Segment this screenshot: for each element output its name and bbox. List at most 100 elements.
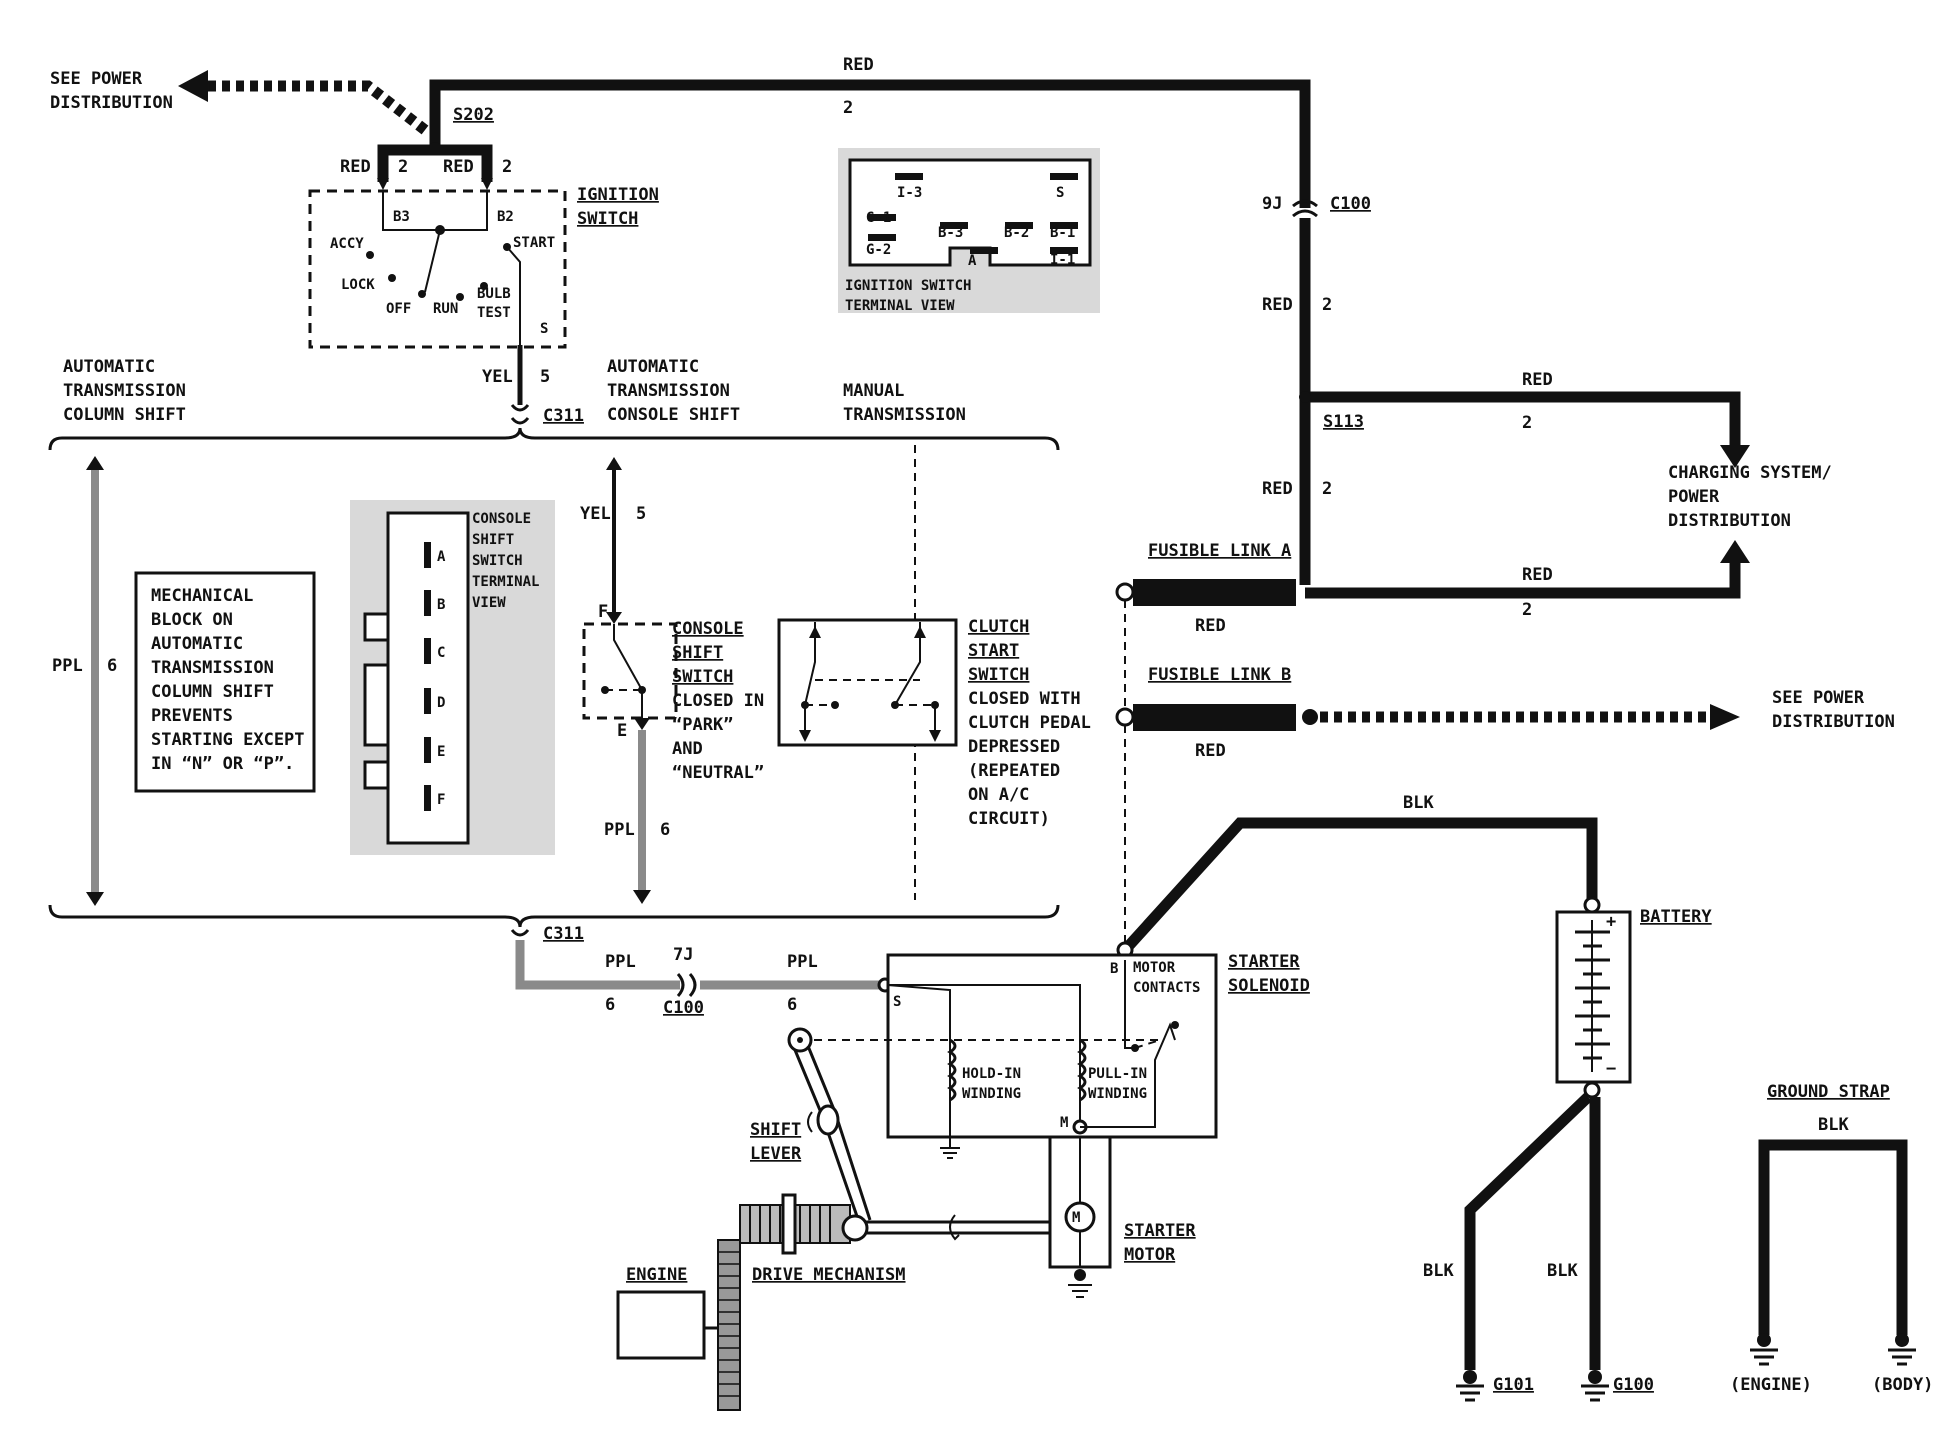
g101-label: G101 (1493, 1375, 1534, 1395)
cstv-caption-4: TERMINAL (472, 574, 539, 590)
cstv-b: B (437, 597, 445, 613)
clutch-switch-title-3: SWITCH (968, 665, 1029, 685)
fusible-link-a-label: FUSIBLE LINK A (1148, 541, 1291, 561)
mechanical-note-box (134, 571, 316, 793)
itv-b3: B-3 (938, 225, 963, 241)
cstv-caption-2: SHIFT (472, 532, 514, 548)
power-dist-top-left-line1: SEE POWER (50, 69, 143, 89)
cstv-d: D (437, 695, 445, 711)
section-auto-column-2: TRANSMISSION (63, 381, 186, 401)
battery-symbol (1555, 910, 1632, 1084)
ppl-left-circuit: 6 (107, 656, 117, 676)
blk-top-label: BLK (1403, 793, 1434, 813)
ground-strap-body: (BODY) (1872, 1375, 1933, 1395)
ppl-console-circuit: 6 (660, 820, 670, 840)
mech-note-1: MECHANICAL (151, 586, 253, 606)
battery-label: BATTERY (1640, 907, 1712, 927)
charging-branch (1299, 391, 1750, 599)
console-switch-note-3: AND (672, 739, 703, 759)
ground-g100-symbol (1581, 1370, 1609, 1402)
clutch-note-4: (REPEATED (968, 761, 1060, 781)
solenoid-b: B (1110, 961, 1118, 977)
c100-top-connector-label: C100 (1330, 194, 1371, 214)
console-shift-switch-box (582, 622, 678, 720)
ign-pos-off: OFF (386, 301, 411, 317)
engine-box (616, 1290, 706, 1360)
charging-lower-color: RED (1522, 565, 1553, 585)
ign-pos-run: RUN (433, 301, 458, 317)
solenoid-pull-1: PULL-IN (1088, 1066, 1147, 1082)
itv-b1: B-1 (1050, 225, 1075, 241)
ign-pos-accy: ACCY (330, 236, 364, 252)
fusible-link-b-color: RED (1195, 741, 1226, 761)
console-pin-f: F (598, 602, 608, 622)
clutch-switch-internals (799, 622, 941, 742)
c311-bottom-label: C311 (543, 924, 584, 944)
itv-i3: I-3 (897, 185, 922, 201)
ign-pos-lock: LOCK (341, 277, 375, 293)
section-auto-console-3: CONSOLE SHIFT (607, 405, 740, 425)
splice-s113: S113 (1323, 412, 1364, 432)
ignition-switch-box (308, 189, 567, 349)
solenoid-hold-2: WINDING (962, 1086, 1021, 1102)
engine-label: ENGINE (626, 1265, 687, 1285)
c100-bottom-pin: 7J (673, 945, 693, 965)
ign-terminal-b2: B2 (497, 209, 514, 225)
section-manual-1: MANUAL (843, 381, 904, 401)
ign-terminal-b3: B3 (393, 209, 410, 225)
mech-note-4: TRANSMISSION (151, 658, 274, 678)
mech-note-3: AUTOMATIC (151, 634, 243, 654)
itv-g1: G-1 (866, 210, 891, 226)
section-auto-console-2: TRANSMISSION (607, 381, 730, 401)
ign-pos-test: TEST (477, 305, 511, 321)
console-switch-internals (601, 624, 650, 730)
c100-top-connector (1292, 199, 1318, 218)
mech-note-6: PREVENTS (151, 706, 233, 726)
c100-top-pin: 9J (1262, 194, 1282, 214)
section-auto-column-1: AUTOMATIC (63, 357, 155, 377)
ppl-left-color: PPL (52, 656, 83, 676)
red-wire-lower-circuit: 2 (1322, 479, 1332, 499)
yel-top-circuit: 5 (540, 367, 550, 387)
battery-neg: − (1606, 1059, 1616, 1079)
console-terminal-view (350, 500, 555, 855)
yel-console-color: YEL (580, 504, 611, 524)
console-switch-title-1: CONSOLE (672, 619, 744, 639)
solenoid-contacts-2: CONTACTS (1133, 980, 1200, 996)
ppl-bottom-left-circuit: 6 (605, 995, 615, 1015)
ign-terminal-s: S (540, 321, 548, 337)
ppl-column-wire (86, 456, 104, 906)
yel-console-circuit: 5 (636, 504, 646, 524)
clutch-note-6: CIRCUIT) (968, 809, 1050, 829)
ppl-console-color: PPL (604, 820, 635, 840)
fusible-link-b (1115, 704, 1740, 731)
console-pin-e: E (617, 721, 627, 741)
mech-note-5: COLUMN SHIFT (151, 682, 274, 702)
top-wire-circuit: 2 (843, 98, 853, 118)
fusible-link-a-color: RED (1195, 616, 1226, 636)
g100-wire-color: BLK (1547, 1261, 1578, 1281)
solenoid-contacts-1: MOTOR (1133, 960, 1176, 976)
mech-note-8: IN “N” OR “P”. (151, 754, 294, 774)
cstv-e: E (437, 744, 445, 760)
section-brace (48, 427, 1060, 928)
itv-i1: I-1 (1050, 252, 1075, 268)
clutch-note-2: CLUTCH PEDAL (968, 713, 1091, 733)
ground-strap-color: BLK (1818, 1115, 1849, 1135)
cstv-c: C (437, 645, 445, 661)
itv-a: A (968, 253, 977, 269)
ignition-switch-internals (366, 191, 521, 345)
console-ppl-wire (633, 730, 651, 904)
charging-upper-circuit: 2 (1522, 413, 1532, 433)
fusible-link-b-label: FUSIBLE LINK B (1148, 665, 1291, 685)
itv-s: S (1056, 185, 1064, 201)
power-dist-right-2: DISTRIBUTION (1772, 712, 1895, 732)
charging-text-1: CHARGING SYSTEM/ (1668, 463, 1832, 483)
console-switch-title-3: SWITCH (672, 667, 733, 687)
power-dist-right-1: SEE POWER (1772, 688, 1865, 708)
solenoid-s: S (893, 994, 901, 1010)
red-wire-lower-color: RED (1262, 479, 1293, 499)
section-auto-column-3: COLUMN SHIFT (63, 405, 186, 425)
charging-text-3: DISTRIBUTION (1668, 511, 1791, 531)
feed-left-circuit: 2 (398, 157, 408, 177)
